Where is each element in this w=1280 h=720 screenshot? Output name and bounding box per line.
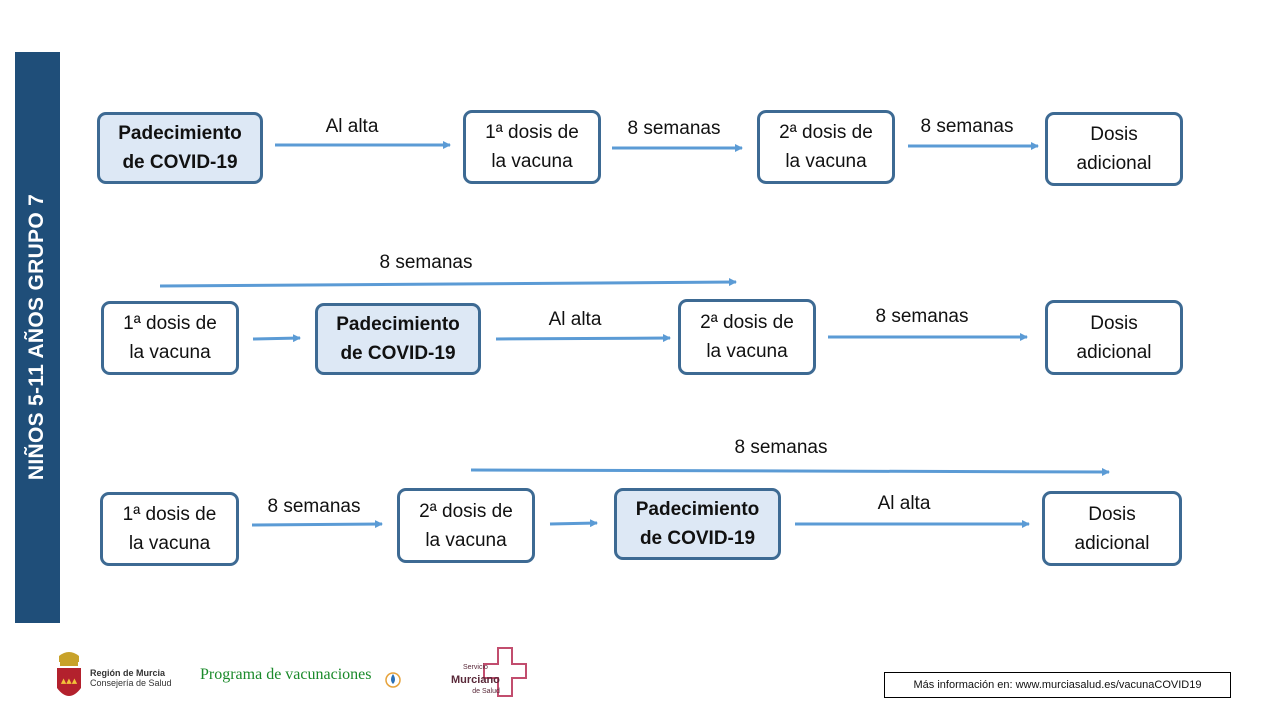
node-line: la vacuna bbox=[425, 529, 507, 551]
node-r2-dosis1: 1ª dosis de la vacuna bbox=[101, 301, 239, 375]
node-line: la vacuna bbox=[129, 342, 211, 363]
sms-text: Servicio Murciano de Salud bbox=[451, 662, 500, 698]
node-line: 2ª dosis de bbox=[779, 122, 873, 143]
node-r2-dosis2: 2ª dosis de la vacuna bbox=[678, 299, 816, 375]
arrow-label: 8 semanas bbox=[627, 118, 721, 139]
node-line: 1ª dosis de bbox=[485, 122, 579, 143]
node-line: Padecimiento bbox=[336, 314, 460, 335]
node-line: Dosis bbox=[1090, 312, 1138, 334]
node-r1-dosis2: 2ª dosis de la vacuna bbox=[757, 110, 895, 184]
region-murcia-logo: ▲▲▲ bbox=[57, 652, 81, 696]
node-line: adicional bbox=[1074, 532, 1150, 554]
arrow-label: 8 semanas bbox=[379, 252, 473, 273]
programa-vacunaciones: Programa de vacunaciones bbox=[200, 666, 372, 683]
region-sub: Consejería de Salud bbox=[90, 678, 172, 688]
region-name: Región de Murcia bbox=[90, 668, 166, 678]
node-r1-padecimiento: Padecimiento de COVID-19 bbox=[97, 112, 263, 184]
node-line: de COVID-19 bbox=[639, 528, 756, 549]
node-r3-padecimiento: Padecimiento de COVID-19 bbox=[614, 488, 781, 560]
drop-icon bbox=[385, 672, 401, 688]
node-line: 1ª dosis de bbox=[123, 313, 217, 334]
arrow-r3-a2 bbox=[549, 519, 598, 528]
arrow-label: 8 semanas bbox=[875, 306, 969, 327]
node-line: Padecimiento bbox=[118, 123, 242, 144]
region-murcia-text: Región de Murcia Consejería de Salud bbox=[90, 668, 172, 688]
arrow-label: 8 semanas bbox=[920, 116, 1014, 137]
sms-line: de Salud bbox=[472, 688, 500, 695]
side-bar bbox=[15, 52, 60, 623]
arrow-r2-top bbox=[159, 278, 737, 288]
arrow-label: Al alta bbox=[325, 116, 379, 137]
arrow-r3-top bbox=[470, 467, 1110, 476]
node-line: Dosis bbox=[1090, 124, 1138, 145]
node-line: la vacuna bbox=[785, 151, 867, 172]
node-line: la vacuna bbox=[128, 533, 211, 554]
node-line: adicional bbox=[1076, 153, 1152, 174]
node-r1-dosis1: 1ª dosis de la vacuna bbox=[463, 110, 601, 184]
node-r3-dosis2: 2ª dosis de la vacuna bbox=[397, 488, 535, 563]
node-r2-adicional: Dosis adicional bbox=[1045, 300, 1183, 375]
sms-line: Servicio bbox=[463, 664, 488, 671]
node-line: Padecimiento bbox=[635, 499, 760, 520]
arrow-label: Al alta bbox=[548, 309, 602, 330]
node-line: de COVID-19 bbox=[122, 152, 238, 173]
node-r3-dosis1: 1ª dosis de la vacuna bbox=[100, 492, 239, 566]
sms-line: Murciano bbox=[451, 674, 500, 686]
node-r2-padecimiento: Padecimiento de COVID-19 bbox=[315, 303, 481, 375]
node-r3-adicional: Dosis adicional bbox=[1042, 491, 1182, 566]
node-line: 1ª dosis de bbox=[122, 504, 217, 525]
node-line: de COVID-19 bbox=[340, 343, 456, 364]
node-line: la vacuna bbox=[706, 341, 788, 362]
arrow-label: Al alta bbox=[877, 493, 931, 514]
arrow-r3-a1 bbox=[251, 520, 383, 529]
arrow-label: 8 semanas bbox=[267, 496, 361, 517]
more-info-link[interactable]: Más información en: www.murciasalud.es/v… bbox=[884, 672, 1231, 698]
node-line: 2ª dosis de bbox=[419, 500, 513, 522]
arrow-label: 8 semanas bbox=[734, 437, 828, 458]
svg-text:▲▲▲: ▲▲▲ bbox=[61, 677, 78, 685]
node-line: adicional bbox=[1076, 341, 1152, 363]
more-info-text: Más información en: www.murciasalud.es/v… bbox=[913, 679, 1202, 691]
node-line: Dosis bbox=[1088, 503, 1136, 525]
node-line: 2ª dosis de bbox=[700, 312, 794, 333]
arrow-r2-a2 bbox=[495, 334, 671, 343]
arrow-r2-a1 bbox=[252, 334, 301, 343]
sms-cross-logo bbox=[483, 647, 527, 697]
node-r1-adicional: Dosis adicional bbox=[1045, 112, 1183, 186]
node-line: la vacuna bbox=[491, 151, 573, 172]
